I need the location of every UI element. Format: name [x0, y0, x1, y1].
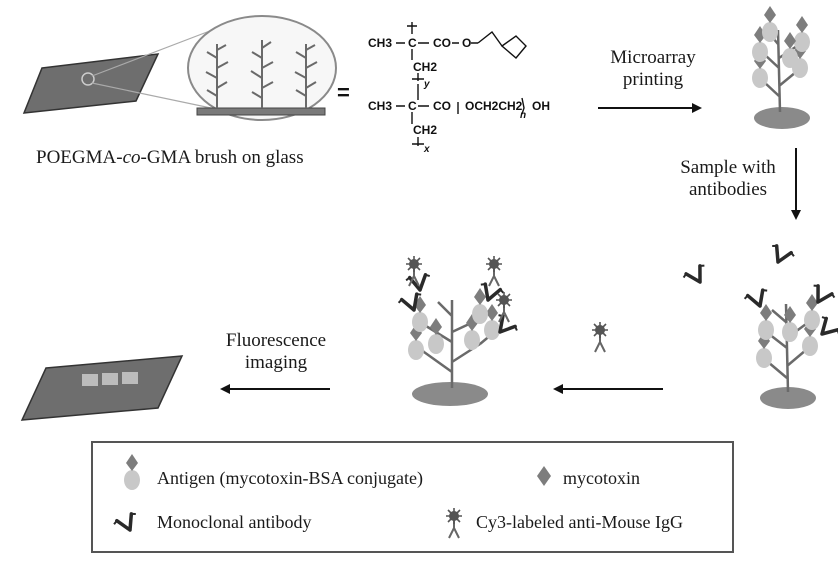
svg-text:CO: CO: [433, 99, 451, 113]
svg-text:OCH2CH2: OCH2CH2: [465, 99, 523, 113]
svg-text:C: C: [408, 36, 417, 50]
svg-text:CH3: CH3: [368, 99, 392, 113]
brush-caption: POEGMA-co-GMA brush on glass: [36, 147, 304, 168]
glass-slide-imaged: [20, 355, 184, 421]
brush-magnified-view: [187, 15, 337, 121]
free-antibodies: [680, 242, 797, 290]
legend-mycotoxin-label: mycotoxin: [563, 468, 640, 488]
arrow-microarray-printing: [598, 103, 702, 113]
svg-text:y: y: [423, 79, 430, 90]
antibody-bound-tree: [742, 282, 838, 409]
arrow-sample-antibodies: [791, 148, 801, 220]
cy3-bound-tree: [396, 255, 520, 406]
legend-mycotoxin-icon: [537, 466, 551, 486]
legend-monoclonal-label: Monoclonal antibody: [157, 512, 312, 532]
svg-text:C: C: [408, 99, 417, 113]
equals-sign: =: [337, 80, 350, 105]
glass-slide-top: [22, 23, 231, 114]
legend-antigen-label: Antigen (mycotoxin-BSA conjugate): [157, 468, 423, 488]
legend-box: [91, 441, 734, 553]
arrow-fluorescence-imaging: [220, 384, 330, 394]
fluorescence-imaging-label: Fluorescence imaging: [225, 330, 327, 373]
microarray-printing-label: Microarray printing: [610, 47, 696, 90]
svg-text:CH2: CH2: [413, 123, 437, 137]
svg-text:CO: CO: [433, 36, 451, 50]
svg-text:CH3: CH3: [368, 36, 392, 50]
free-cy3-antibody: [591, 321, 609, 353]
svg-text:n: n: [520, 110, 526, 121]
polymer-formula: = CH3 C CO O CH3 C CO OCH2CH2 n OH CH2 C…: [337, 22, 550, 155]
svg-text:CH2: CH2: [413, 60, 437, 74]
legend-cy3-label: Cy3-labeled anti-Mouse IgG: [476, 512, 683, 532]
svg-text:OH: OH: [532, 99, 550, 113]
arrow-secondary-antibody: [553, 384, 663, 394]
printed-brush-tree: [752, 6, 810, 129]
svg-text:x: x: [423, 144, 430, 155]
svg-text:O: O: [462, 36, 471, 50]
sample-antibodies-label: Sample with antibodies: [680, 157, 776, 200]
